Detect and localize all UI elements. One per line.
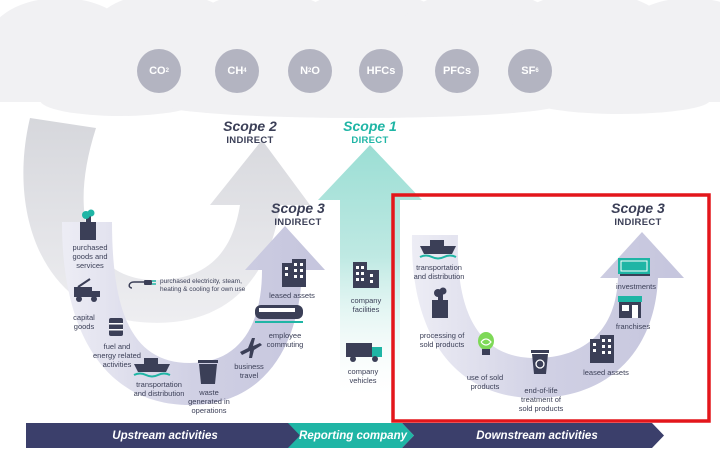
label-leased-assets-upstream: leased assets (269, 291, 315, 300)
band-upstream-shape (26, 423, 312, 448)
label-capital-goods: capital goods (73, 313, 95, 331)
airplane-icon (240, 338, 262, 358)
tow-truck-icon (74, 278, 100, 302)
storefront-icon (618, 296, 642, 318)
building-icon-upstream (282, 259, 306, 287)
label-business-travel: business travel (234, 362, 264, 380)
label-end-of-life: end-of-life treatment of sold products (518, 386, 564, 413)
label-purchased-goods: purchased goods and services (72, 243, 108, 270)
scope3-downstream-arrow (411, 232, 684, 398)
label-processing: processing of sold products (419, 331, 465, 349)
ship-icon-downstream (419, 240, 457, 260)
label-leased-assets-downstream: leased assets (583, 368, 629, 377)
band-downstream: Downstream activities (476, 429, 598, 442)
waste-bin-icon (198, 360, 218, 384)
label-fuel-energy: fuel and energy related activities (93, 342, 141, 369)
scope3-upstream-title: Scope 3 (271, 200, 325, 216)
money-icon (618, 258, 650, 276)
label-company-facilities: company facilities (350, 296, 382, 314)
recycling-bin-icon (531, 350, 549, 374)
scope2-title: Scope 2 (223, 118, 277, 134)
oil-barrel-icon (109, 318, 123, 336)
band-reporting: Reporting company (299, 429, 407, 442)
scope3-downstream-subtitle: INDIRECT (614, 217, 662, 228)
factory-icon (80, 209, 96, 240)
band-reporting-shape (288, 423, 414, 448)
scope3-upstream-subtitle: INDIRECT (274, 217, 322, 228)
band-downstream-shape (402, 423, 664, 448)
ship-icon-upstream (133, 358, 171, 378)
scope1-title: Scope 1 (343, 118, 397, 134)
scope3-downstream-title: Scope 3 (611, 200, 665, 216)
gas-pfcs: PFCs (435, 49, 479, 93)
gas-hfcs: HFCs (359, 49, 403, 93)
label-purchased-electricity: purchased electricity, steam, heating & … (160, 278, 246, 293)
label-transport-upstream: transportation and distribution (133, 380, 185, 398)
building-icon-downstream (590, 335, 614, 363)
label-waste: waste generated in operations (188, 388, 230, 415)
scope1-subtitle: DIRECT (351, 135, 389, 146)
scope2-subtitle: INDIRECT (226, 135, 274, 146)
plug-icon (128, 280, 156, 289)
light-bulb-icon (478, 332, 494, 355)
label-franchises: franchises (615, 322, 651, 331)
downstream-highlight-box (391, 193, 711, 423)
train-icon (255, 305, 303, 323)
label-transport-downstream: transportation and distribution (413, 263, 465, 281)
band-upstream: Upstream activities (112, 429, 218, 442)
scope3-upstream-arrow (62, 222, 325, 405)
label-use-of-sold-products: use of sold products (466, 373, 504, 391)
label-company-vehicles: company vehicles (347, 367, 379, 385)
factory-icon-downstream (432, 287, 448, 318)
cloud-background (0, 0, 720, 118)
company-building-icon (353, 262, 379, 288)
label-employee-commuting: employee commuting (266, 331, 304, 349)
label-investments: investments (615, 282, 657, 291)
truck-icon (346, 343, 382, 362)
